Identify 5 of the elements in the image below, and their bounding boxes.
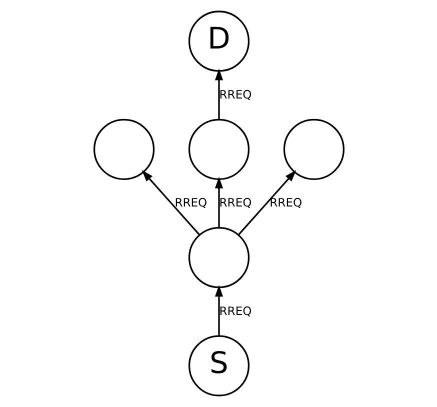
- edge-label: RREQ: [218, 87, 252, 102]
- edge-label: RREQ: [218, 304, 252, 318]
- edge-label: RREQ: [269, 196, 302, 210]
- edge-label: RREQ: [218, 196, 252, 210]
- edge-label: RREQ: [174, 196, 207, 210]
